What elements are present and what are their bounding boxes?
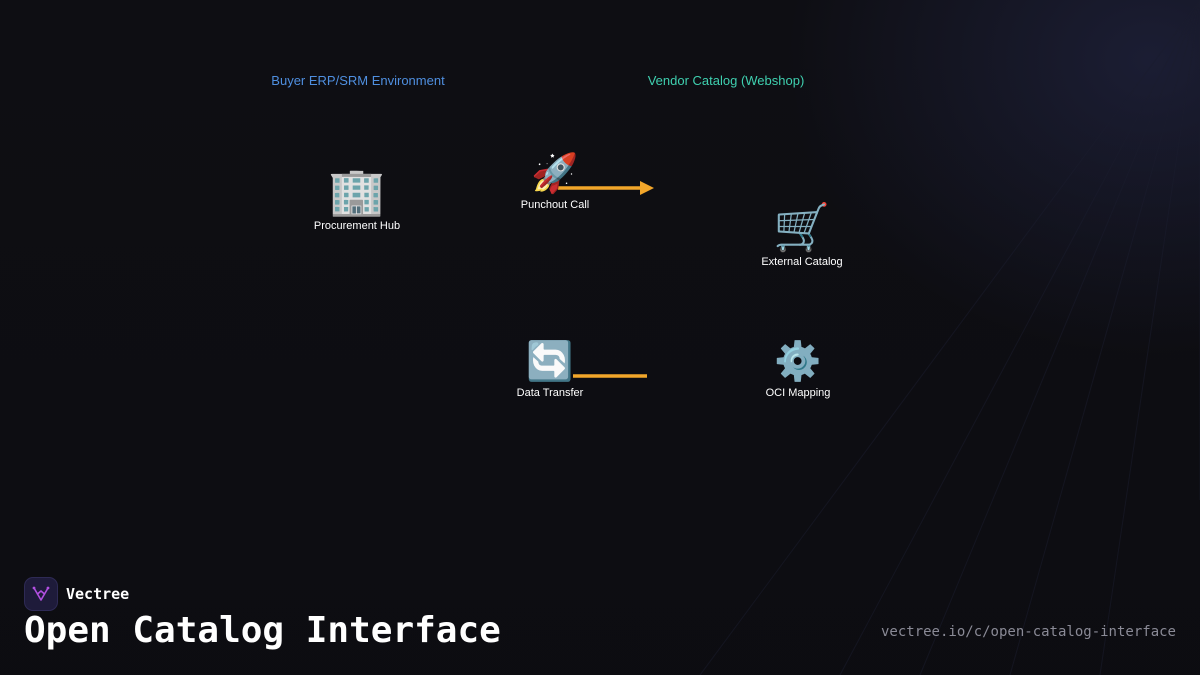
brand-name: Vectree (66, 585, 130, 603)
node-data-transfer[interactable]: 🔄 Data Transfer (470, 343, 630, 399)
page-url[interactable]: vectree.io/c/open-catalog-interface (880, 624, 1176, 640)
vectree-logo-icon (24, 577, 58, 611)
rocket-icon: 🚀 (531, 153, 579, 195)
sync-arrows-icon: 🔄 (526, 341, 574, 383)
node-punchout-call[interactable]: 🚀 Punchout Call (475, 155, 635, 211)
gear-icon: ⚙️ (774, 341, 822, 383)
node-label: External Catalog (761, 256, 843, 268)
office-building-icon: 🏢 (328, 165, 386, 217)
shopping-cart-icon: 🛒 (773, 201, 831, 253)
page-title: Open Catalog Interface (24, 610, 501, 651)
vendor-group-label: Vendor Catalog (Webshop) (647, 73, 805, 88)
node-external-catalog[interactable]: 🛒 External Catalog (722, 204, 882, 268)
buyer-group-label: Buyer ERP/SRM Environment (271, 73, 445, 88)
node-procurement-hub[interactable]: 🏢 Procurement Hub (277, 168, 437, 232)
node-label: Data Transfer (516, 387, 584, 399)
node-label: Procurement Hub (313, 220, 401, 232)
brand: Vectree (24, 577, 129, 611)
node-label: OCI Mapping (765, 387, 831, 399)
node-label: Punchout Call (520, 199, 590, 211)
node-oci-mapping[interactable]: ⚙️ OCI Mapping (718, 343, 878, 399)
arrowhead (640, 181, 654, 195)
